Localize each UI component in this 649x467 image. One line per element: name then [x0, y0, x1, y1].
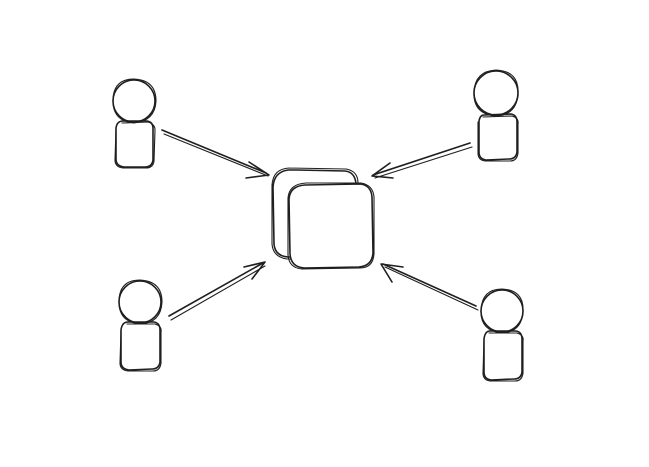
arrow-top-left — [161, 129, 270, 179]
head — [118, 280, 162, 324]
arrow-bottom-right — [380, 263, 479, 311]
person-bottom-right-icon — [480, 288, 524, 382]
body — [483, 330, 523, 381]
body — [120, 321, 161, 371]
person-top-left-icon — [112, 78, 157, 169]
body — [478, 113, 518, 161]
center-stacked-squares-icon — [271, 167, 375, 270]
head — [112, 79, 156, 123]
body — [115, 120, 154, 168]
head — [480, 289, 524, 333]
head — [473, 70, 519, 116]
front-square — [288, 183, 374, 269]
person-top-right-icon — [473, 69, 519, 162]
arrow-top-right — [371, 142, 473, 179]
arrow-bottom-left — [168, 261, 266, 321]
person-bottom-left-icon — [118, 279, 163, 372]
